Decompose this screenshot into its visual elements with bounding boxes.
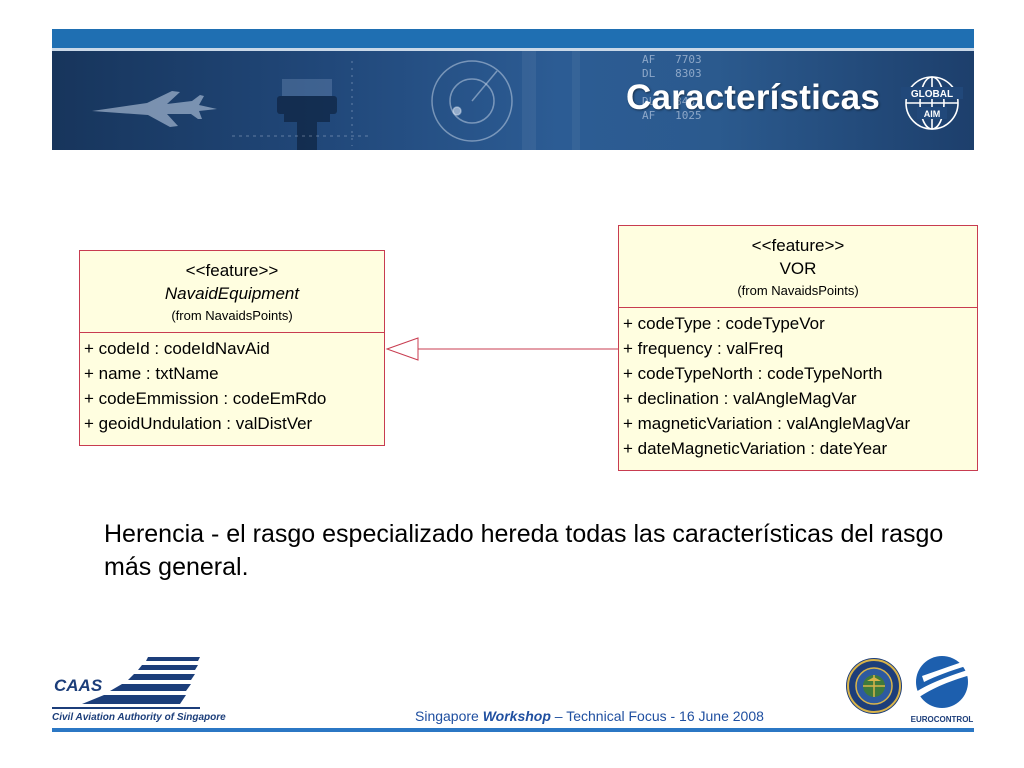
uml-attribute: + geoidUndulation : valDistVer: [84, 414, 313, 433]
uml-attribute: + declination : valAngleMagVar: [623, 389, 857, 408]
uml-package: (from NavaidsPoints): [171, 308, 293, 323]
uml-stereotype: <<feature>>: [185, 261, 279, 280]
footer-event-text: Singapore Workshop – Technical Focus - 1…: [415, 708, 764, 724]
header-bar: [52, 29, 974, 48]
uml-package: (from NavaidsPoints): [737, 283, 859, 298]
eurocontrol-logo: EUROCONTROL: [911, 656, 974, 724]
uml-attribute: + codeTypeNorth : codeTypeNorth: [623, 364, 883, 383]
uml-class-vor: <<feature>> VOR (from NavaidsPoints) + c…: [618, 225, 978, 471]
footer-text-bold: Workshop: [482, 708, 551, 724]
svg-text:AIM: AIM: [924, 109, 941, 119]
board-line: DL 8303: [642, 67, 702, 80]
header-banner: AF 7703 DL 8303 DL 8485 AF 1025 Caracter…: [52, 51, 974, 150]
uml-attribute: + codeType : codeTypeVor: [623, 314, 825, 333]
body-text: Herencia - el rasgo especializado hereda…: [104, 520, 944, 581]
uml-class-navaid-equipment: <<feature>> NavaidEquipment (from Navaid…: [79, 250, 385, 446]
radar-icon: [431, 60, 513, 142]
svg-text:GLOBAL: GLOBAL: [911, 89, 953, 100]
control-tower-icon: [277, 79, 337, 150]
uml-class-header: <<feature>> VOR (from NavaidsPoints): [619, 226, 977, 308]
uml-attribute: + dateMagneticVariation : dateYear: [623, 439, 888, 458]
footer-text-pre: Singapore: [415, 708, 483, 724]
global-aim-logo: GLOBAL AIM: [901, 76, 963, 130]
svg-text:EUROCONTROL: EUROCONTROL: [911, 715, 974, 724]
svg-text:CAAS: CAAS: [54, 676, 103, 695]
flight-board: AF 7703 DL 8303 DL 8485 AF 1025: [642, 51, 742, 150]
banner-artwork: [92, 51, 580, 150]
board-line: AF 7703: [642, 53, 702, 66]
generalization-arrowhead: [385, 337, 419, 361]
uml-attribute: + frequency : valFreq: [623, 339, 784, 358]
footer-line: [52, 728, 974, 732]
uml-attribute: + magneticVariation : valAngleMagVar: [623, 414, 911, 433]
uml-stereotype: <<feature>>: [751, 236, 845, 255]
uml-attribute: + codeId : codeIdNavAid: [84, 339, 270, 358]
board-line: AF 1025: [642, 109, 702, 122]
uml-class-name: VOR: [779, 259, 817, 278]
faa-seal-icon: [846, 658, 902, 714]
uml-attribute-list: + codeId : codeIdNavAid + name : txtName…: [80, 333, 384, 436]
uml-class-header: <<feature>> NavaidEquipment (from Navaid…: [80, 251, 384, 333]
footer-text-post: – Technical Focus - 16 June 2008: [550, 708, 764, 724]
caas-full-name: Civil Aviation Authority of Singapore: [52, 712, 226, 723]
uml-class-name: NavaidEquipment: [164, 284, 300, 303]
caas-logo: CAAS: [52, 657, 200, 709]
uml-attribute: + name : txtName: [84, 364, 219, 383]
uml-attribute-list: + codeType : codeTypeVor + frequency : v…: [619, 308, 977, 461]
header-separator: [52, 48, 974, 51]
page-title: Características: [626, 78, 880, 117]
airplane-icon: [92, 91, 217, 127]
uml-attribute: + codeEmmission : codeEmRdo: [84, 389, 327, 408]
board-line: DL 8485: [642, 95, 702, 108]
